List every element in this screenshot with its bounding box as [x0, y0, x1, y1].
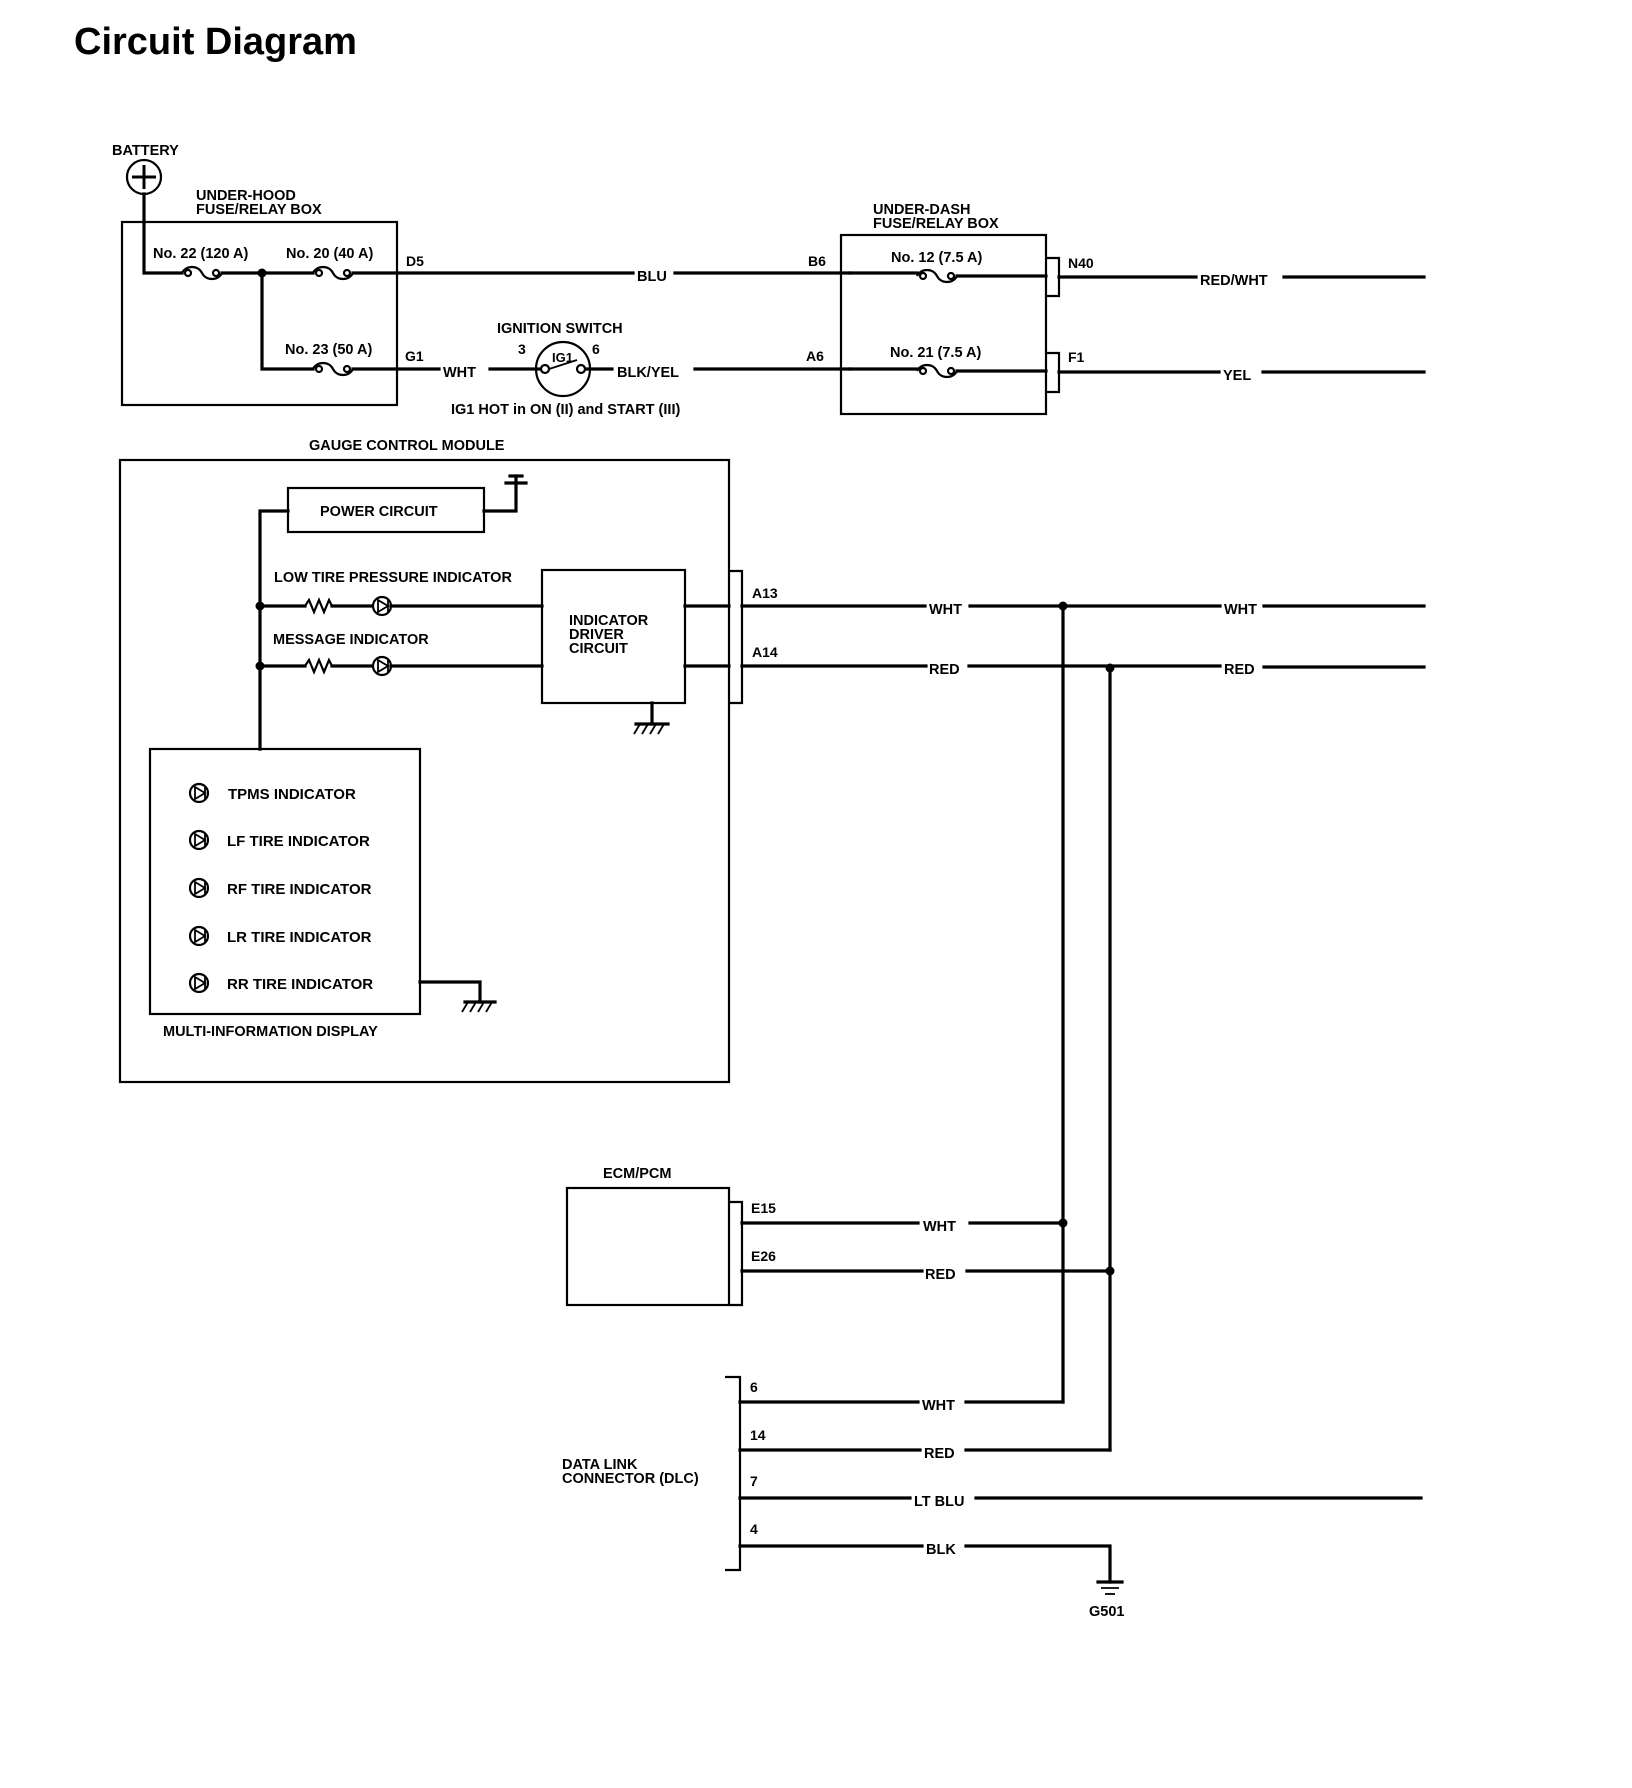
wire-blk-yel: BLK/YEL [617, 365, 679, 381]
underhood-label-2: FUSE/RELAY BOX [196, 202, 322, 218]
page-title: Circuit Diagram [74, 21, 357, 63]
pin-e15: E15 [751, 1200, 776, 1216]
battery-label: BATTERY [112, 143, 179, 159]
indicator-row: LF TIRE INDICATOR [188, 829, 370, 851]
fuse-23-label: No. 23 (50 A) [285, 342, 372, 358]
pin-a13: A13 [752, 585, 778, 601]
fuse-20-label: No. 20 (40 A) [286, 246, 373, 262]
indicator-row: TPMS INDICATOR [188, 782, 356, 804]
dlc-label-2: CONNECTOR (DLC) [562, 1471, 699, 1487]
dlc-connector [725, 1375, 742, 1572]
underhood-label-1: UNDER-HOOD [196, 188, 296, 204]
message-indicator-led-icon [371, 655, 393, 677]
indicator-row: RF TIRE INDICATOR [188, 877, 372, 899]
dlc-pin-6: 6 [750, 1379, 758, 1395]
underdash-fuse-box [839, 233, 1048, 416]
dlc-pin-7: 7 [750, 1473, 758, 1489]
pin-e26: E26 [751, 1248, 776, 1264]
resistor-icon [304, 657, 333, 675]
lr-tire-indicator-icon [188, 925, 210, 947]
indicator-row: RR TIRE INDICATOR [188, 972, 373, 994]
dlc-pin-14: 14 [750, 1427, 766, 1443]
gauge-control-module [118, 458, 731, 1084]
wire-a13-wht: WHT [929, 602, 962, 618]
wire-blu: BLU [637, 269, 667, 285]
gauge-module-label: GAUGE CONTROL MODULE [309, 438, 505, 454]
low-tire-pressure-label: LOW TIRE PRESSURE INDICATOR [274, 570, 512, 586]
wire-wht-ignition: WHT [443, 365, 476, 381]
ground-label: G501 [1089, 1604, 1124, 1620]
wire-dlc14-red: RED [924, 1446, 955, 1462]
wire-a14-red: RED [929, 662, 960, 678]
resistor-icon [304, 597, 333, 615]
pin-a14: A14 [752, 644, 778, 660]
underdash-label-1: UNDER-DASH [873, 202, 970, 218]
ecm-pcm-box [565, 1186, 731, 1307]
ig1-label: IG1 [552, 350, 573, 365]
indicator-row: LR TIRE INDICATOR [188, 925, 372, 947]
rr-tire-indicator-icon [188, 972, 210, 994]
fuse-12-label: No. 12 (7.5 A) [891, 250, 982, 266]
wire-e15-wht: WHT [923, 1219, 956, 1235]
lf-tire-indicator-icon [188, 829, 210, 851]
indicator-rf-tire: RF TIRE INDICATOR [227, 881, 372, 898]
fuse-12-icon [916, 268, 958, 284]
driver-label-2: DRIVER [569, 627, 624, 643]
ground-icon [1096, 1580, 1124, 1595]
low-tire-indicator-led-icon [371, 595, 393, 617]
rf-tire-indicator-icon [188, 877, 210, 899]
power-circuit-label: POWER CIRCUIT [320, 504, 438, 520]
pin-g1: G1 [405, 348, 424, 364]
pin-a6: A6 [806, 348, 824, 364]
driver-label-3: CIRCUIT [569, 641, 628, 657]
multi-information-display [148, 747, 422, 1016]
battery-icon [125, 158, 163, 196]
pin-f1: F1 [1068, 349, 1085, 365]
wire-dlc4-blk: BLK [926, 1542, 956, 1558]
wire-a14-red-out: RED [1224, 662, 1255, 678]
pin-n40: N40 [1068, 255, 1094, 271]
wire-dlc7-lt-blu: LT BLU [914, 1494, 964, 1510]
fuse-20-icon [312, 265, 354, 281]
fuse-21-label: No. 21 (7.5 A) [890, 345, 981, 361]
message-indicator-label: MESSAGE INDICATOR [273, 632, 429, 648]
indicator-lf-tire: LF TIRE INDICATOR [227, 833, 370, 850]
underdash-label-2: FUSE/RELAY BOX [873, 216, 999, 232]
indicator-rr-tire: RR TIRE INDICATOR [227, 976, 373, 993]
indicator-tpms: TPMS INDICATOR [228, 786, 356, 803]
ig1-note: IG1 HOT in ON (II) and START (III) [451, 402, 680, 418]
indicator-driver-circuit [540, 568, 687, 705]
driver-label-1: INDICATOR [569, 613, 649, 629]
wire-a13-wht-out: WHT [1224, 602, 1257, 618]
ground-icon [633, 722, 670, 735]
switch-pin-6: 6 [592, 341, 600, 357]
underhood-fuse-box [120, 220, 399, 407]
power-terminal-icon [504, 474, 528, 485]
pin-d5: D5 [406, 253, 424, 269]
fuse-22-label: No. 22 (120 A) [153, 246, 249, 262]
tpms-indicator-icon [188, 782, 210, 804]
pin-b6: B6 [808, 253, 826, 269]
fuse-21-icon [916, 363, 958, 379]
indicator-lr-tire: LR TIRE INDICATOR [227, 929, 372, 946]
ignition-switch-label: IGNITION SWITCH [497, 321, 623, 337]
fuse-22-icon [181, 265, 223, 281]
ground-icon [461, 1000, 497, 1013]
dlc-label-1: DATA LINK [562, 1457, 638, 1473]
mid-label: MULTI-INFORMATION DISPLAY [163, 1024, 378, 1040]
fuse-23-icon [312, 361, 354, 377]
dlc-pin-4: 4 [750, 1521, 758, 1537]
wire-red-wht: RED/WHT [1200, 273, 1268, 289]
wire-yel: YEL [1223, 368, 1251, 384]
switch-pin-3: 3 [518, 341, 526, 357]
wire-e26-red: RED [925, 1267, 956, 1283]
ecm-label: ECM/PCM [603, 1166, 671, 1182]
wire-dlc6-wht: WHT [922, 1398, 955, 1414]
